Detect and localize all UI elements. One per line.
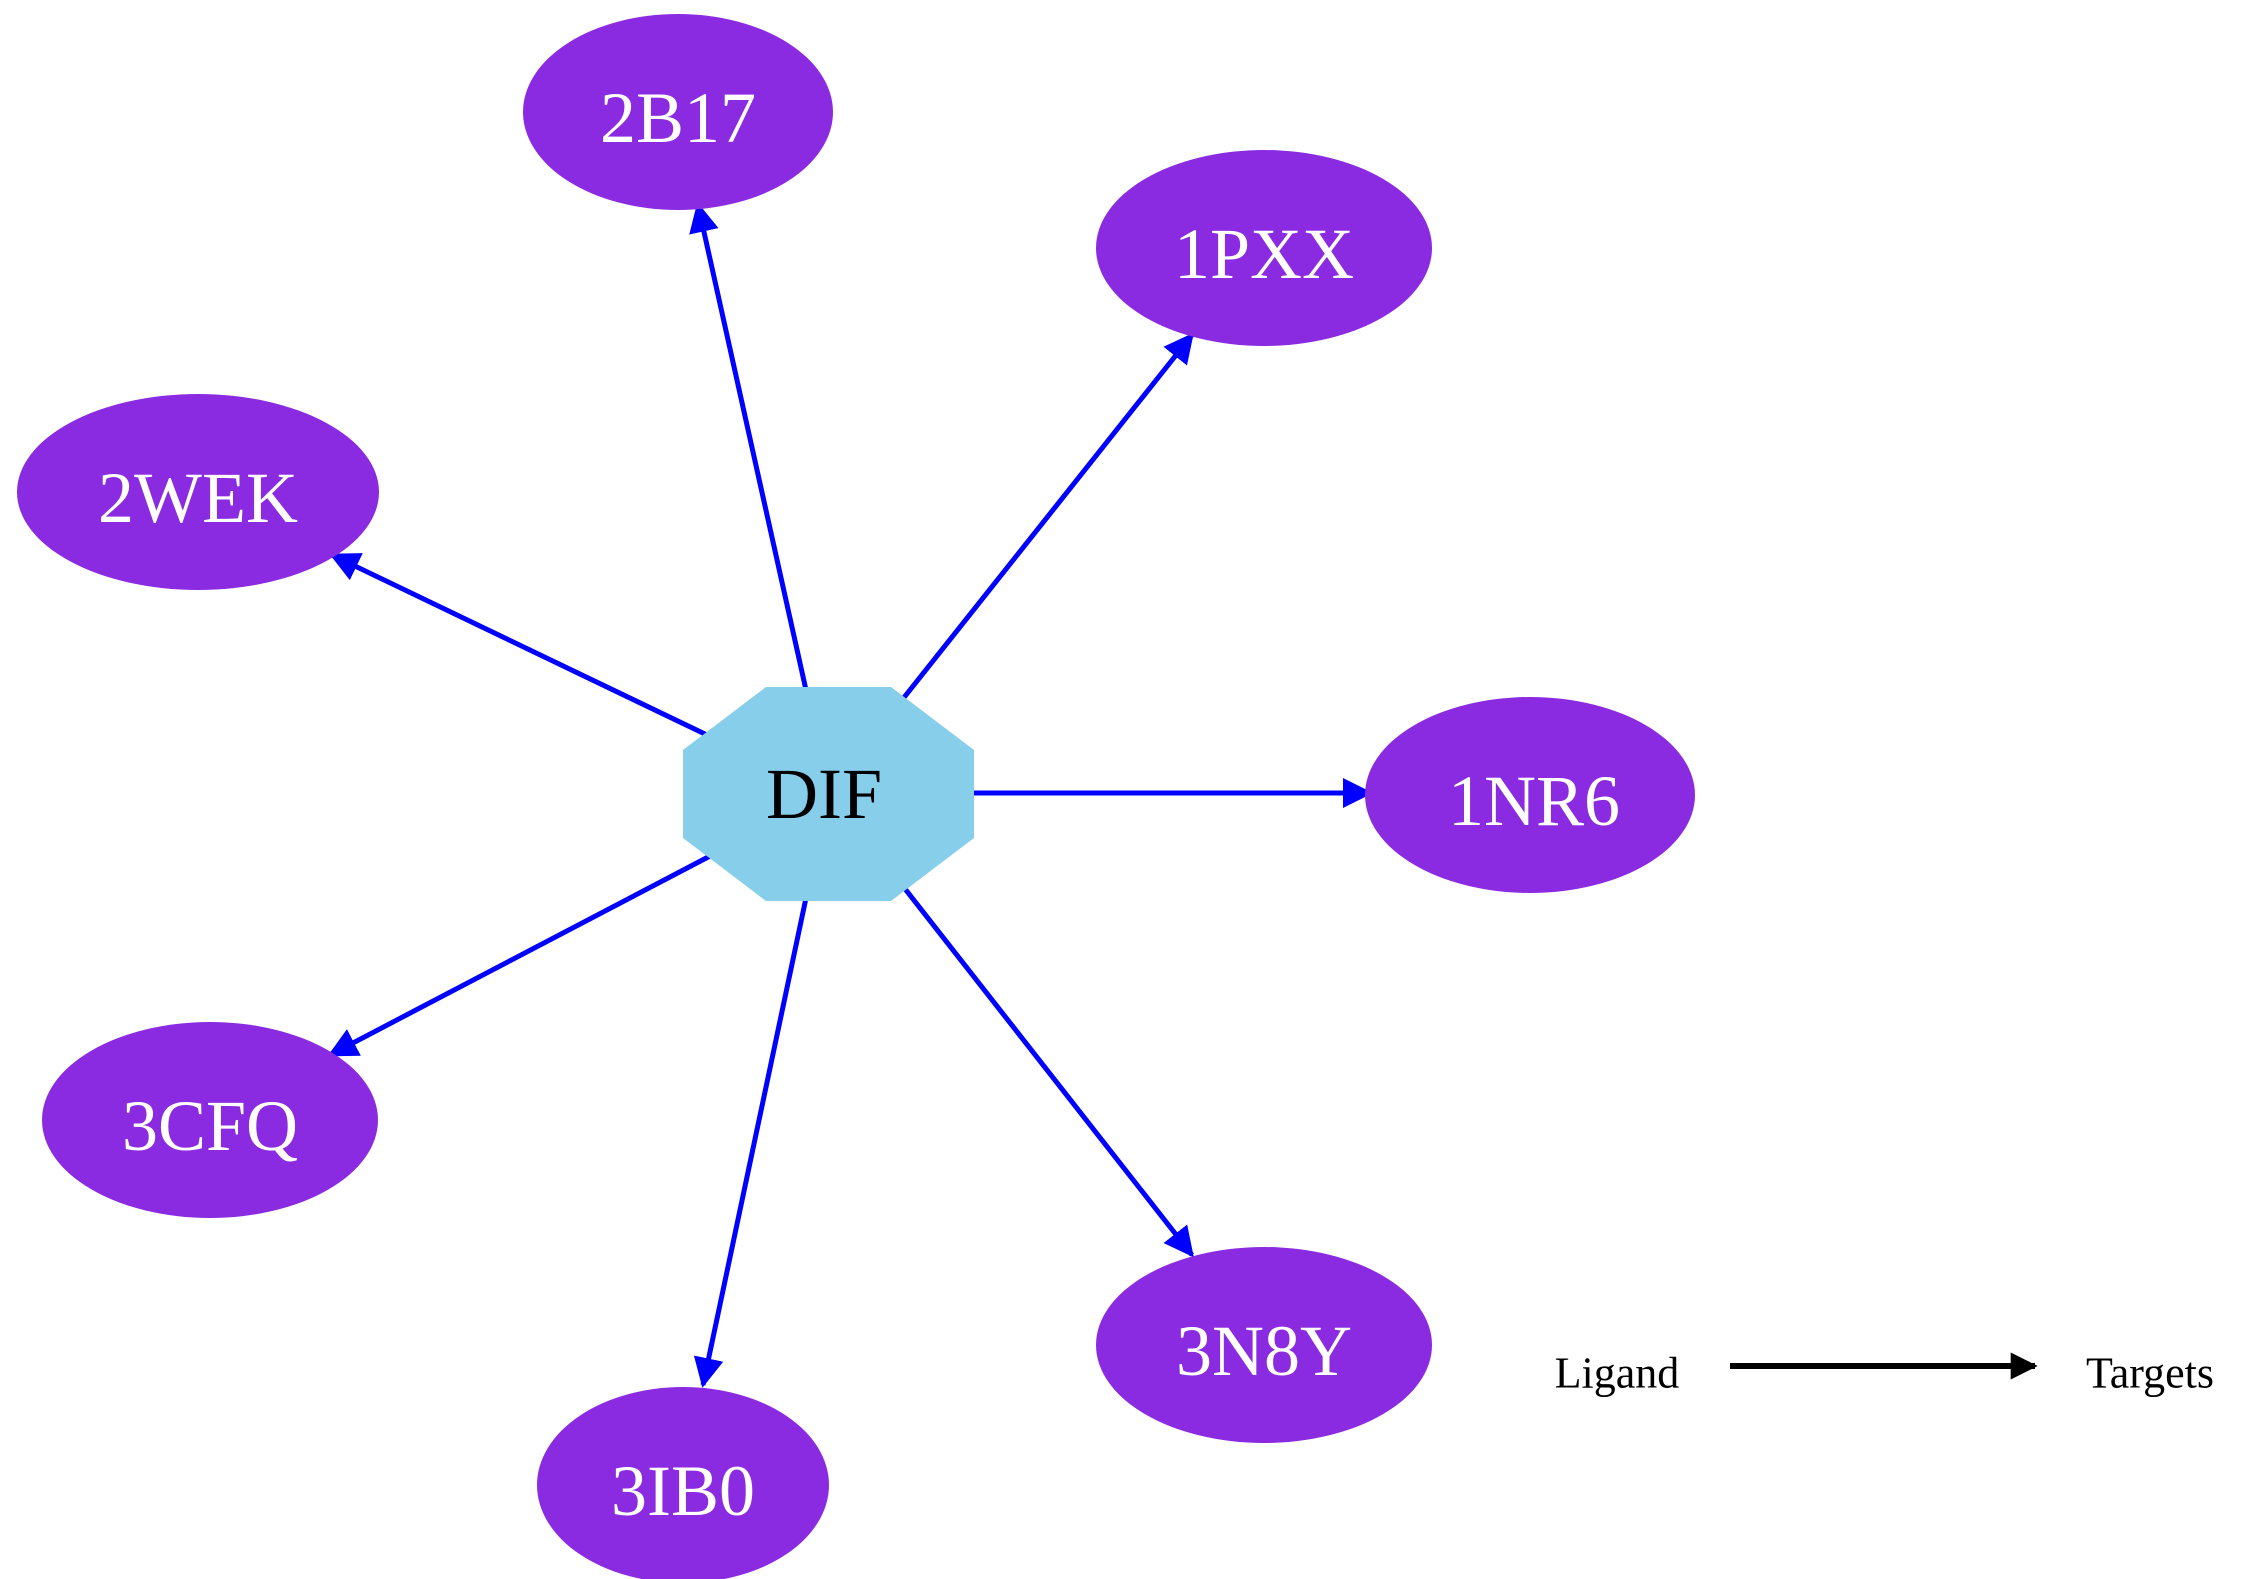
target-node-3cfq[interactable]: 3CFQ	[42, 1022, 378, 1218]
target-ellipse	[1096, 150, 1432, 346]
target-label: 1NR6	[1448, 761, 1620, 841]
target-ellipse	[1096, 1247, 1432, 1443]
legend: Ligand Targets	[1555, 1349, 2214, 1398]
target-node-3ib0[interactable]: 3IB0	[537, 1387, 829, 1579]
target-node-2wek[interactable]: 2WEK	[17, 394, 379, 590]
target-label: 2WEK	[98, 458, 298, 538]
ligand-octagon	[683, 687, 974, 901]
target-label: 2B17	[600, 78, 756, 158]
target-ellipse	[523, 14, 833, 210]
target-label: 1PXX	[1174, 214, 1354, 294]
target-ellipse	[537, 1387, 829, 1579]
edge-dif-3cfq	[327, 852, 714, 1058]
target-ellipse	[1365, 697, 1695, 893]
target-node-1nr6[interactable]: 1NR6	[1365, 697, 1695, 893]
target-node-1pxx[interactable]: 1PXX	[1096, 150, 1432, 346]
edge-dif-3ib0	[693, 897, 809, 1388]
target-node-3n8y[interactable]: 3N8Y	[1096, 1247, 1432, 1443]
edges	[327, 202, 1373, 1388]
target-ellipse	[42, 1022, 378, 1218]
legend-source-label: Ligand	[1555, 1349, 1680, 1398]
edge-dif-2wek	[329, 552, 709, 738]
legend-target-label: Targets	[2086, 1349, 2214, 1398]
target-label: 3CFQ	[122, 1086, 298, 1166]
target-label: 3N8Y	[1176, 1311, 1352, 1391]
edge-dif-2b17	[689, 202, 809, 691]
target-node-2b17[interactable]: 2B17	[523, 14, 833, 210]
ligand-node[interactable]: DIF	[683, 687, 974, 901]
edge-dif-1pxx	[900, 332, 1194, 702]
edge-dif-3n8y	[900, 883, 1194, 1258]
ligand-label: DIF	[766, 754, 882, 834]
target-ellipse	[17, 394, 379, 590]
target-label: 3IB0	[611, 1451, 755, 1531]
